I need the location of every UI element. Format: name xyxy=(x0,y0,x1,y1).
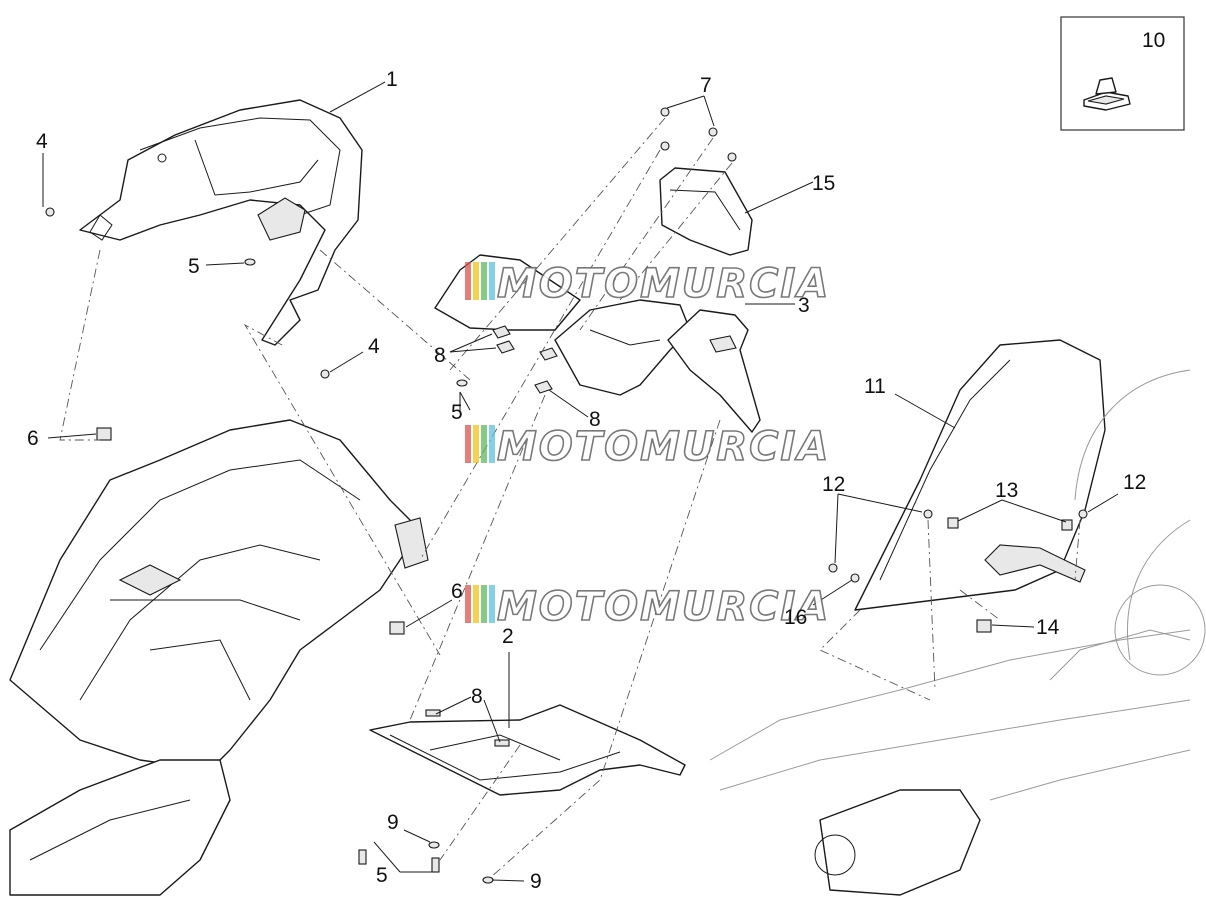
leader-lines xyxy=(42,81,1119,882)
callout-labels: 1 2 3 4 4 5 5 5 6 6 7 8 8 8 9 9 10 11 12… xyxy=(27,29,1165,893)
wm-stripe xyxy=(489,585,495,623)
fasteners xyxy=(45,107,1088,884)
wm-stripe xyxy=(465,425,471,463)
wm-stripe xyxy=(481,425,487,463)
watermark-text: MOTOMURCIA xyxy=(497,261,830,307)
callout-6: 6 xyxy=(451,580,463,603)
callout-14: 14 xyxy=(1036,616,1060,639)
callout-8: 8 xyxy=(434,344,446,367)
callout-8: 8 xyxy=(471,685,483,708)
subframe xyxy=(9,419,429,896)
callout-4: 4 xyxy=(368,335,380,358)
callout-12: 12 xyxy=(1123,471,1146,494)
callout-15: 15 xyxy=(812,172,835,195)
wm-stripe xyxy=(473,425,479,463)
wm-stripe xyxy=(489,262,495,300)
callout-1: 1 xyxy=(386,68,398,91)
callout-5: 5 xyxy=(451,401,463,424)
callout-3: 3 xyxy=(798,294,810,317)
watermark-3: MOTOMURCIA xyxy=(465,583,830,631)
callout-10: 10 xyxy=(1142,29,1165,52)
wm-stripe xyxy=(489,425,495,463)
callout-7: 7 xyxy=(700,74,712,97)
callout-9: 9 xyxy=(387,811,399,834)
callout-16: 16 xyxy=(784,606,807,629)
callout-9: 9 xyxy=(530,870,542,893)
callout-2: 2 xyxy=(502,625,514,648)
watermark-text: MOTOMURCIA xyxy=(497,424,830,470)
callout-6: 6 xyxy=(27,427,39,450)
assembly-lines xyxy=(59,117,1081,879)
part-2-under-tray xyxy=(369,704,686,796)
wm-stripe xyxy=(473,585,479,623)
callout-5: 5 xyxy=(376,864,388,887)
part-1-tail-cowl xyxy=(79,99,363,346)
watermark-2: MOTOMURCIA xyxy=(465,423,830,471)
callout-13: 13 xyxy=(995,479,1018,502)
callout-8: 8 xyxy=(589,408,601,431)
part-15-cover xyxy=(659,167,753,256)
part-3-rear-fender xyxy=(434,254,761,433)
wm-stripe xyxy=(473,262,479,300)
watermark-text: MOTOMURCIA xyxy=(497,584,830,630)
callout-12: 12 xyxy=(822,473,845,496)
wm-stripe xyxy=(465,262,471,300)
wm-stripe xyxy=(481,585,487,623)
part-11-hugger xyxy=(854,339,1106,611)
swingarm xyxy=(709,369,1206,896)
callout-5: 5 xyxy=(188,255,200,278)
callout-4: 4 xyxy=(36,130,48,153)
watermark-1: MOTOMURCIA xyxy=(465,260,830,308)
part-10-inset xyxy=(1060,16,1185,131)
wm-stripe xyxy=(481,262,487,300)
callout-11: 11 xyxy=(864,375,886,398)
wm-stripe xyxy=(465,585,471,623)
